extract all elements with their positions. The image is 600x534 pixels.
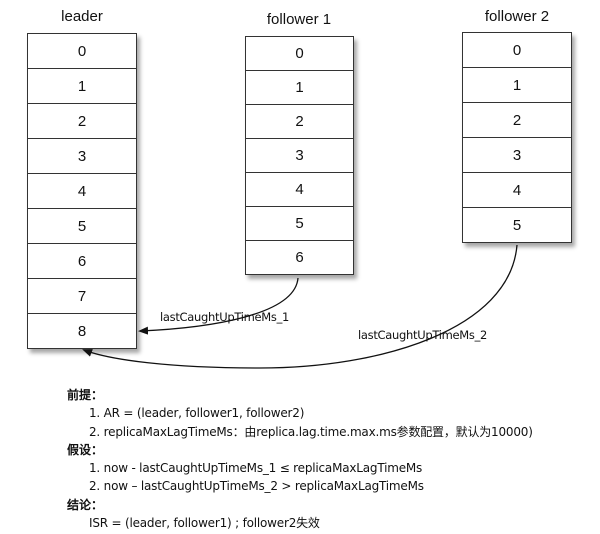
premise-heading: 前提： — [67, 388, 104, 402]
log-cell: 0 — [245, 36, 354, 71]
leader-title: leader — [61, 8, 103, 25]
follower2-log: 0 1 2 3 4 5 — [462, 32, 572, 243]
notes-block: 前提： 1. AR = (leader, follower1, follower… — [67, 386, 533, 532]
log-cell: 8 — [27, 313, 137, 349]
premise-item: 1. AR = (leader, follower1, follower2) — [89, 406, 305, 421]
leader-log: 0 1 2 3 4 5 6 7 8 — [27, 33, 137, 349]
log-cell: 5 — [462, 207, 572, 243]
log-cell: 5 — [245, 206, 354, 241]
log-cell: 4 — [245, 172, 354, 207]
arrow-label-1: lastCaughtUpTimeMs_1 — [160, 310, 290, 324]
log-cell: 4 — [27, 173, 137, 209]
assumption-item: 2. now – lastCaughtUpTimeMs_2 > replicaM… — [89, 479, 424, 494]
arrow-follower2-to-leader — [82, 244, 518, 369]
log-cell: 5 — [27, 208, 137, 244]
log-cell: 2 — [462, 102, 572, 138]
follower1-log: 0 1 2 3 4 5 6 — [245, 36, 354, 275]
log-cell: 6 — [27, 243, 137, 279]
follower2-title: follower 2 — [484, 8, 550, 25]
premise-item: 2. replicaMaxLagTimeMs：由replica.lag.time… — [89, 424, 533, 439]
log-cell: 7 — [27, 278, 137, 314]
follower1-title: follower 1 — [266, 11, 332, 28]
assumption-item: 1. now - lastCaughtUpTimeMs_1 ≤ replicaM… — [89, 461, 423, 476]
assumption-heading: 假设： — [67, 442, 104, 457]
arrow-follower1-to-leader — [138, 277, 299, 335]
conclusion-heading: 结论： — [67, 497, 104, 512]
log-cell: 6 — [245, 240, 354, 275]
conclusion-item: ISR = (leader, follower1) ; follower2失效 — [89, 516, 320, 531]
arrow-label-2: lastCaughtUpTimeMs_2 — [358, 328, 488, 342]
